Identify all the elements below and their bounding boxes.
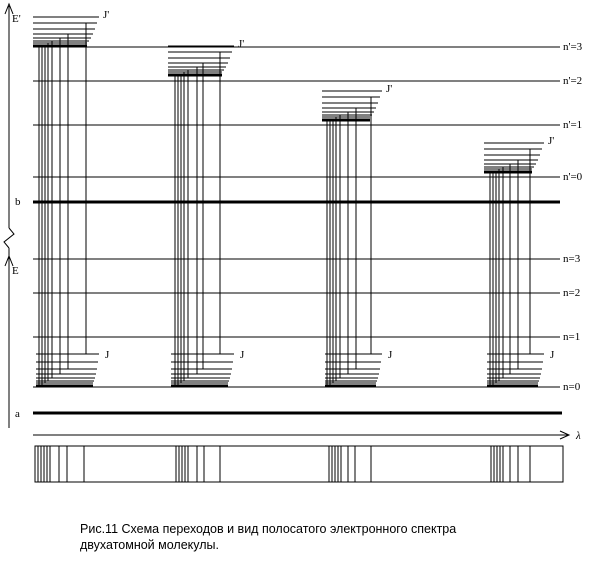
upper-vibrational-levels	[33, 46, 560, 178]
lower-level-label-1: n=1	[563, 331, 580, 343]
lower-level-label-2: n=2	[563, 287, 580, 299]
upper-level-label-1: n'=1	[563, 119, 582, 131]
wavelength-axis-label: λ	[575, 430, 581, 442]
band-3-upper-j-label: J'	[386, 83, 392, 95]
band-4-lower-j-label: J	[550, 349, 555, 361]
upper-electronic-state-label: b	[15, 196, 21, 208]
band-4-upper-j-label: J'	[548, 135, 554, 147]
upper-vibrational-labels: n'=3 n'=2 n'=1 n'=0	[563, 41, 583, 183]
spectrum-lines	[37, 446, 531, 482]
caption-line-1: Рис.11 Схема переходов и вид полосатого …	[80, 522, 457, 536]
transition-bands: J' J J' J J' J J' J	[33, 9, 555, 387]
wavelength-axis-arrow	[559, 430, 571, 440]
energy-axis	[3, 2, 15, 428]
lower-energy-axis-arrow	[4, 254, 14, 267]
wavelength-axis	[33, 430, 571, 440]
band-1-upper-j-label: J'	[103, 9, 109, 21]
band-2-lower-j-label: J	[240, 349, 245, 361]
upper-energy-axis-label: E'	[12, 13, 21, 25]
upper-level-label-0: n'=0	[563, 171, 583, 183]
caption-line-2: двухатомной молекулы.	[80, 538, 219, 552]
axis-break-mark	[3, 227, 15, 249]
band-3-lower-j-label: J	[388, 349, 393, 361]
upper-level-label-3: n'=3	[563, 41, 583, 53]
band-2-upper-j-label: J'	[238, 38, 244, 50]
lower-vibrational-levels	[33, 258, 560, 388]
band-4: J' J	[484, 135, 555, 387]
lower-level-label-0: n=0	[563, 381, 581, 393]
band-3: J' J	[322, 83, 393, 387]
upper-energy-axis-arrow	[4, 2, 14, 15]
lower-energy-axis-label: E	[12, 265, 19, 277]
lower-vibrational-labels: n=3 n=2 n=1 n=0	[563, 253, 581, 393]
band-2: J' J	[168, 38, 245, 387]
lower-electronic-state-label: a	[15, 408, 20, 420]
spectrum-strip	[34, 445, 564, 483]
figure-caption: Рис.11 Схема переходов и вид полосатого …	[80, 521, 580, 553]
lower-level-label-3: n=3	[563, 253, 581, 265]
band-1: J' J	[33, 9, 110, 387]
upper-level-label-2: n'=2	[563, 75, 582, 87]
band-1-lower-j-label: J	[105, 349, 110, 361]
